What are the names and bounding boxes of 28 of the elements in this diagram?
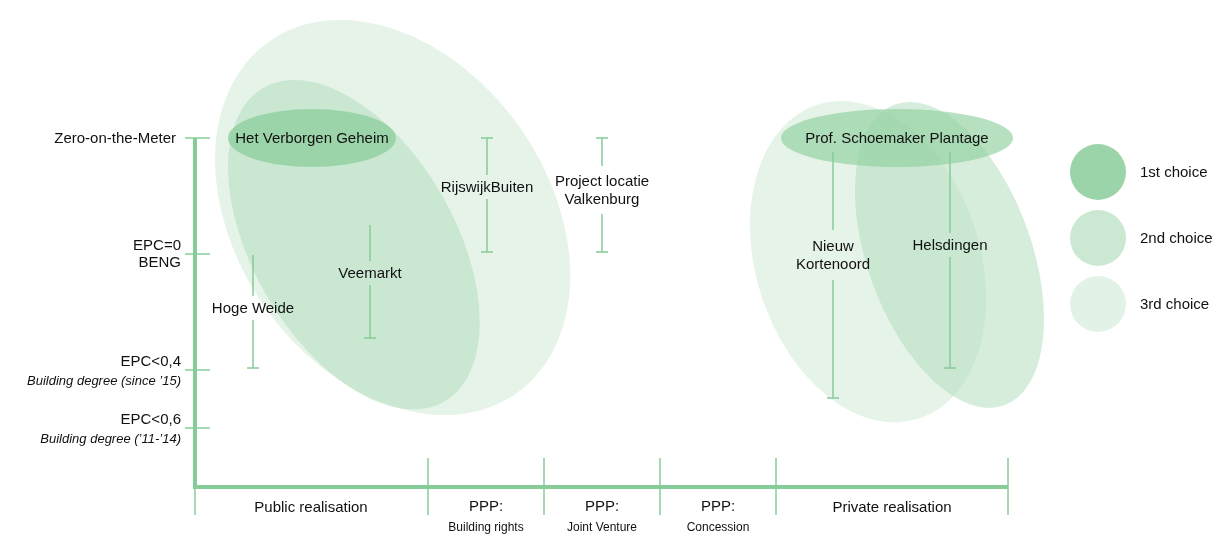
project-label: Het Verborgen Geheim <box>235 129 389 147</box>
tick-label: EPC=0 <box>133 236 181 254</box>
project-label: Prof. Schoemaker Plantage <box>805 129 989 147</box>
project-label: Helsdingen <box>912 236 988 254</box>
legend-label: 2nd choice <box>1140 229 1213 247</box>
category-label: PPP: <box>700 497 736 515</box>
tick-label: Zero-on-the-Meter <box>54 129 176 147</box>
choice-ellipse <box>781 109 1013 167</box>
project-label: Nieuw Kortenoord <box>794 237 872 273</box>
category-label: Private realisation <box>832 498 952 516</box>
project-label: Project locatie Valkenburg <box>553 172 651 208</box>
tick-label: BENG <box>138 253 181 271</box>
project-label: Hoge Weide <box>211 299 295 317</box>
tick-label: EPC<0,4 <box>120 352 181 370</box>
tick-note: Building degree (’11-’14) <box>40 431 181 447</box>
category-label: PPP: <box>468 497 504 515</box>
category-note: Concession <box>686 519 750 535</box>
category-note: Building rights <box>448 519 524 535</box>
category-label: Public realisation <box>254 498 368 516</box>
project-label: Veemarkt <box>338 264 402 282</box>
tick-label: EPC<0,6 <box>120 410 181 428</box>
choice-ellipse <box>228 109 396 167</box>
legend-label: 1st choice <box>1140 163 1208 181</box>
category-label: PPP: <box>584 497 620 515</box>
category-note: Joint Venture <box>566 519 638 535</box>
project-label: RijswijkBuiten <box>440 178 534 196</box>
legend-label: 3rd choice <box>1140 295 1210 313</box>
tick-note: Building degree (since ’15) <box>27 373 181 389</box>
